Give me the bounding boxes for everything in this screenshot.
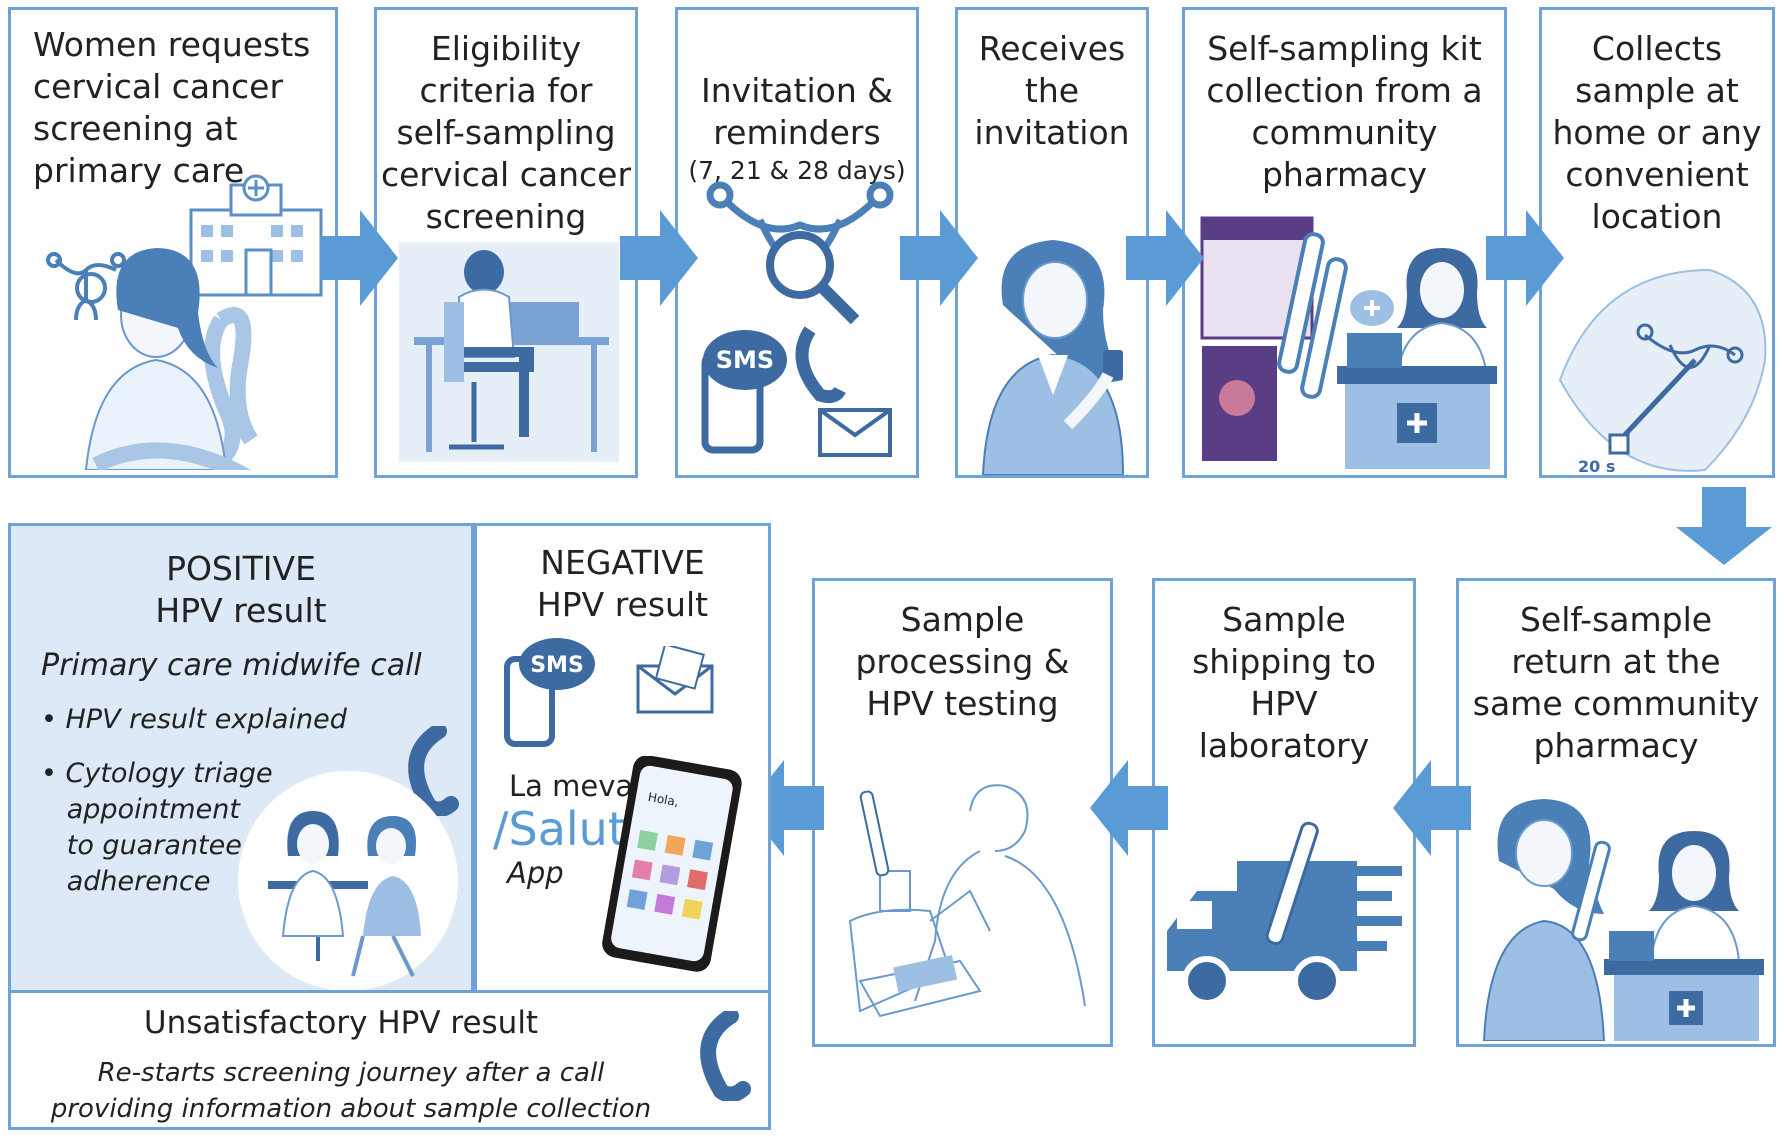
midwife-consultation-icon [238, 771, 458, 991]
app-name: /Salut [493, 802, 626, 856]
step-collects-sample: Collects sample at home or any convenien… [1539, 7, 1775, 478]
step-title: Eligibility criteria for self-sampling c… [380, 29, 632, 236]
unsatisfactory-description: Re-starts screening journey after a call… [50, 1058, 652, 1124]
step-receives-invitation: Receives the invitation [955, 7, 1149, 478]
app-prefix: La meva [509, 769, 634, 803]
arrow-right-icon [1126, 210, 1204, 306]
negative-title: NEGATIVE HPV result [536, 543, 709, 624]
uterus-magnifier-sms-phone-icon: SMS [701, 181, 894, 457]
phone-icon [700, 1011, 751, 1101]
step-title: Self-sampling kit collection from a comm… [1206, 29, 1483, 194]
positive-title: POSITIVE HPV result [155, 549, 327, 630]
lab-technician-icon [848, 784, 1086, 1018]
result-negative: NEGATIVE HPV result SMS La meva /Salut A… [474, 523, 771, 993]
arrow-right-icon [620, 210, 698, 306]
step-title: Women requests cervical cancer screening… [33, 25, 311, 190]
arrow-right-icon [320, 210, 398, 306]
sms-phone-icon: SMS [504, 638, 595, 747]
step-self-sample-return: Self-sample return at the same community… [1456, 578, 1776, 1047]
smartphone-app-icon: Hola, [602, 756, 742, 972]
step-title-text: Invitation & reminders [701, 71, 893, 152]
arrow-left-icon [1090, 760, 1168, 856]
woman-with-phone-icon [981, 240, 1125, 475]
app-suffix: App [507, 856, 564, 890]
envelope-icon [636, 646, 714, 714]
result-unsatisfactory: Unsatisfactory HPV result Re-starts scre… [8, 990, 771, 1130]
phone-icon [408, 726, 459, 816]
arrow-right-icon [1486, 210, 1564, 306]
sms-label: SMS [716, 346, 774, 374]
hospital-woman-ribbon-icon [46, 174, 323, 470]
delivery-truck-icon [1167, 821, 1402, 1006]
arrow-down-icon [1676, 487, 1772, 565]
person-at-computer-icon [399, 242, 619, 462]
sms-label: SMS [530, 653, 584, 678]
step-title: Sample shipping to HPV laboratory [1192, 600, 1376, 765]
pharmacy-return-icon [1482, 799, 1764, 1041]
step-sample-shipping: Sample shipping to HPV laboratory [1152, 578, 1416, 1047]
positive-bullet-cytology: • Cytology triage appointment to guarant… [41, 758, 273, 897]
step-title: Self-sample return at the same community… [1472, 600, 1760, 765]
arrow-right-icon [900, 210, 978, 306]
phone-greeting: Hola, [647, 790, 680, 809]
unsatisfactory-title: Unsatisfactory HPV result [143, 1005, 539, 1041]
timer-label: 20 s [1578, 457, 1615, 475]
arrow-left-icon [1393, 760, 1471, 856]
step-title: Collects sample at home or any convenien… [1552, 29, 1762, 236]
step-eligibility: Eligibility criteria for self-sampling c… [374, 7, 638, 478]
step-title: Sample processing & HPV testing [855, 600, 1070, 723]
step-title: Invitation & reminders (7, 21 & 28 days) [678, 28, 916, 230]
step-title: Receives the invitation [974, 29, 1130, 152]
result-positive: POSITIVE HPV result Primary care midwife… [8, 523, 474, 993]
step-sample-processing: Sample processing & HPV testing [812, 578, 1113, 1047]
step-invitation-reminders: Invitation & reminders (7, 21 & 28 days)… [675, 7, 919, 478]
pharmacy-kit-icon [1200, 216, 1497, 469]
step-request-screening: Women requests cervical cancer screening… [8, 7, 338, 478]
step-kit-collection: Self-sampling kit collection from a comm… [1182, 7, 1507, 478]
step-subtitle: (7, 21 & 28 days) [688, 156, 906, 185]
positive-bullet-explained: • HPV result explained [41, 704, 347, 735]
self-sampling-icon: 20 s [1558, 268, 1767, 475]
positive-subtitle: Primary care midwife call [41, 648, 422, 683]
